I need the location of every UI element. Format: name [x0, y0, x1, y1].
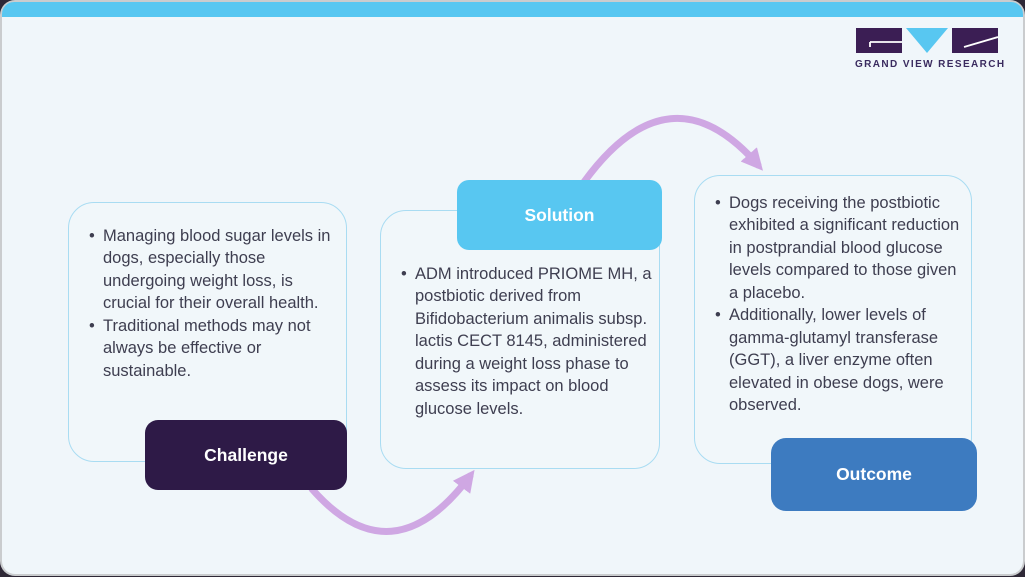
arrow-solution-to-outcome [580, 115, 763, 186]
bullet-item: Managing blood sugar levels in dogs, esp… [89, 225, 338, 315]
solution-box: ADM introduced PRIOME MH, a postbiotic d… [380, 210, 660, 469]
top-accent-bar [2, 2, 1023, 17]
bullet-item: Traditional methods may not always be ef… [89, 315, 338, 382]
solution-bullets: ADM introduced PRIOME MH, a postbiotic d… [381, 211, 659, 420]
challenge-label: Challenge [145, 420, 347, 490]
outcome-bullets: Dogs receiving the postbiotic exhibited … [695, 176, 971, 416]
outcome-box: Dogs receiving the postbiotic exhibited … [694, 175, 972, 464]
bullet-item: ADM introduced PRIOME MH, a postbiotic d… [401, 263, 653, 420]
challenge-box: Managing blood sugar levels in dogs, esp… [68, 202, 347, 462]
solution-label: Solution [457, 180, 662, 250]
bullet-item: Dogs receiving the postbiotic exhibited … [715, 192, 967, 304]
brand-logo: GRAND VIEW RESEARCH [855, 28, 1006, 70]
bullet-item: Additionally, lower levels of gamma-glut… [715, 304, 967, 416]
outcome-label: Outcome [771, 438, 977, 511]
brand-name: GRAND VIEW RESEARCH [855, 59, 1006, 70]
brand-logo-icon [856, 28, 998, 53]
challenge-bullets: Managing blood sugar levels in dogs, esp… [69, 203, 346, 382]
